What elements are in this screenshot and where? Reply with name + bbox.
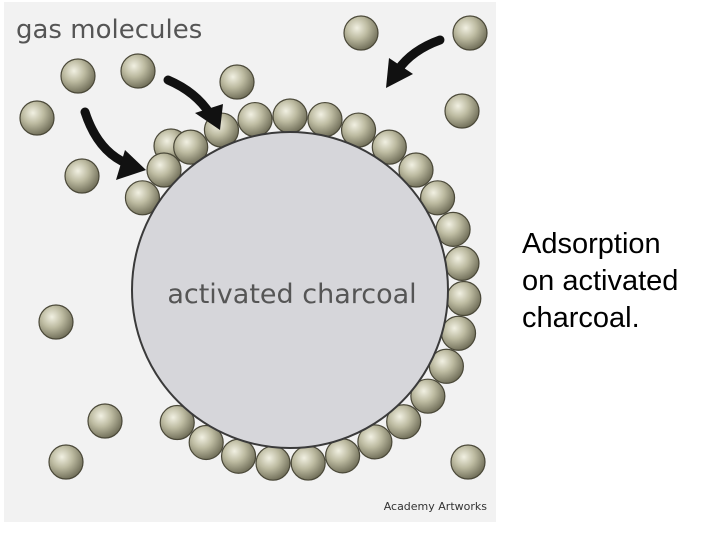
adsorbed-molecule: [237, 101, 273, 138]
gas-molecule: [219, 64, 255, 100]
gas-molecule: [48, 444, 84, 480]
adsorbed-molecule: [173, 129, 209, 165]
adsorbed-molecule: [272, 98, 308, 134]
gas-molecule: [38, 304, 74, 340]
adsorbed-molecule: [307, 101, 343, 138]
charcoal-particle: [131, 131, 449, 449]
adsorbed-molecule: [188, 424, 224, 461]
arrow-left: [80, 107, 146, 180]
adsorbed-molecules: [124, 98, 482, 481]
gas-molecule: [60, 58, 96, 94]
gas-molecules-label: gas molecules: [16, 15, 202, 45]
gas-molecule: [444, 93, 480, 129]
arrows: [80, 35, 445, 180]
credit-label: Academy Artworks: [384, 500, 488, 513]
arrow-middle: [163, 75, 223, 130]
caption-line-1: Adsorption: [522, 228, 661, 260]
adsorbed-molecule: [398, 152, 434, 188]
gas-molecule: [120, 53, 156, 89]
caption: Adsorption on activated charcoal.: [522, 226, 718, 337]
adsorbed-molecule: [444, 245, 480, 281]
caption-line-2: on activated: [522, 265, 679, 297]
gas-molecule: [452, 15, 488, 51]
adsorbed-molecule: [446, 280, 482, 317]
adsorbed-molecule: [220, 438, 257, 474]
adsorption-diagram: activated charcoal gas molecules Academy…: [4, 2, 496, 522]
adsorbed-molecule: [410, 378, 446, 414]
adsorbed-molecule: [419, 180, 456, 216]
adsorbed-molecule: [159, 404, 195, 441]
gas-molecule: [19, 100, 55, 136]
adsorbed-molecule: [290, 445, 326, 481]
adsorbed-molecule: [386, 404, 422, 440]
arrow-right: [386, 35, 445, 88]
charcoal-label: activated charcoal: [167, 279, 416, 310]
gas-molecule: [343, 15, 379, 51]
adsorbed-molecule: [440, 315, 477, 351]
gas-molecule: [64, 158, 100, 194]
adsorbed-molecule: [371, 129, 407, 165]
gas-molecule: [87, 403, 123, 439]
caption-line-3: charcoal.: [522, 302, 640, 334]
adsorbed-molecule: [255, 445, 291, 481]
adsorbed-molecule: [146, 152, 182, 188]
gas-molecule: [450, 444, 486, 480]
adsorbed-molecule: [325, 438, 361, 474]
adsorbed-molecule: [357, 424, 393, 460]
adsorbed-molecule: [124, 180, 161, 216]
